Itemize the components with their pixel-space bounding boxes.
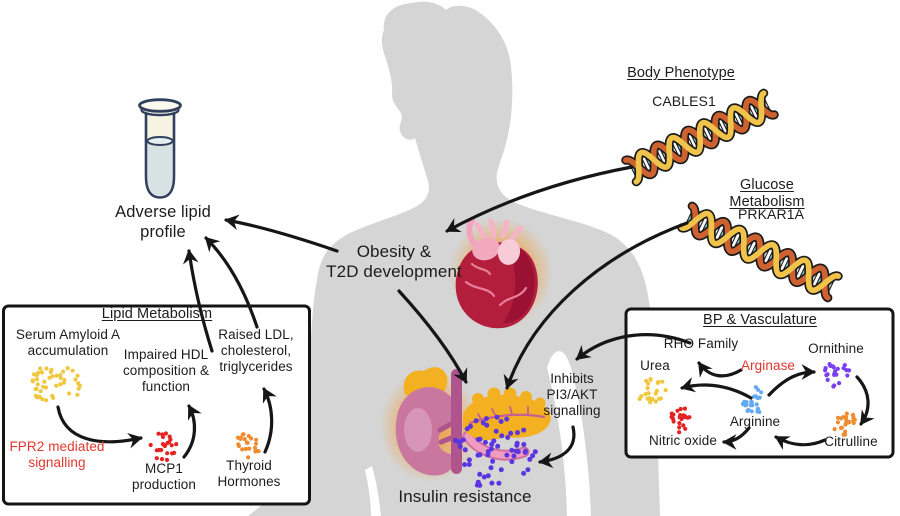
arrow-amyloid-to-mcp1 [56,405,143,449]
bp-box-title: BP & Vasculature [703,312,817,328]
label-glucose-metabolism: Glucose Metabolism [729,177,805,211]
label-nitric-oxide: Nitric oxide [649,433,717,448]
label-body-phenotype: Body Phenotype [627,65,735,81]
dot-cluster-citrulline [832,411,857,437]
arrow-rho-to-inhibits [575,333,692,361]
heart-icon [449,217,553,329]
arrow-arginine-to-nitric-oxide [722,426,751,450]
arrow-raised-ldl-to-profile [204,236,259,329]
dot-cluster-serum-amyloid [30,366,82,403]
test-tube-icon [138,98,182,199]
arrow-ornithine-to-citrulline [855,375,875,426]
label-serum-amyloid: Serum Amyloid A accumulation [15,327,121,359]
dot-cluster-insulin [452,414,538,488]
label-impaired-hdl: Impaired HDL composition & function [122,347,210,395]
dna-icon-prkar1a [677,201,843,303]
arrow-impaired-hdl-to-profile [183,249,214,353]
dot-cluster-arginine [740,385,764,414]
label-urea: Urea [640,358,670,373]
label-inhibits-pi3akt: Inhibits PI3/AKT signalling [543,371,601,419]
label-insulin-resistance: Insulin resistance [398,487,532,506]
bp-vasculature-box [624,307,895,459]
dna-icon-cables1 [621,88,779,187]
arrow-obesity-to-insulin-resistance [397,289,468,384]
label-mcp1-production: MCP1 production [131,461,197,493]
dot-cluster-urea [637,376,668,405]
arrow-arginine-to-ornithine [767,364,816,397]
heart-veins [464,262,528,307]
label-rho-family: RHO Family [663,336,739,351]
lipid-box-title: Lipid Metabolism [101,306,213,322]
dot-cluster-nitric-oxide [669,406,692,435]
arrow-inhibits-to-insulin-dots [538,425,576,469]
label-arginase: Arginase [740,358,796,373]
lipid-metabolism-box [2,304,311,506]
arrow-arginine-to-urea [680,377,753,400]
label-ornithine: Ornithine [808,341,864,356]
arrow-mcp1-to-impaired-hdl [182,404,202,459]
arrow-obesity-to-adverse-lipid [224,214,339,253]
arrow-cables1-to-obesity [445,165,634,233]
arrow-thyroid-to-raised-ldl [262,387,277,454]
arrow-prkar1a-to-insulin-resistance [503,221,689,390]
dot-cluster-thyroid [235,432,261,460]
label-arginine: Arginine [729,414,781,429]
label-adverse-lipid-profile: Adverse lipid profile [115,203,211,241]
arrow-arginase-to-rho [697,361,743,378]
label-cables1: CABLES1 [652,93,716,109]
label-obesity-t2d: Obesity & T2D development [326,242,462,282]
label-raised-ldl: Raised LDL, cholesterol, triglycerides [218,327,294,375]
dot-cluster-mcp1 [148,431,179,462]
label-thyroid-hormones: Thyroid Hormones [217,458,281,490]
label-prkar1a: PRKAR1A [737,206,805,222]
dot-cluster-ornithine [823,362,852,389]
label-citrulline: Citrulline [824,434,878,449]
heart-vessels [474,218,523,243]
label-fpr2-signalling: FPR2 mediated signalling [9,439,105,471]
arrow-citrulline-to-arginine [774,435,827,450]
